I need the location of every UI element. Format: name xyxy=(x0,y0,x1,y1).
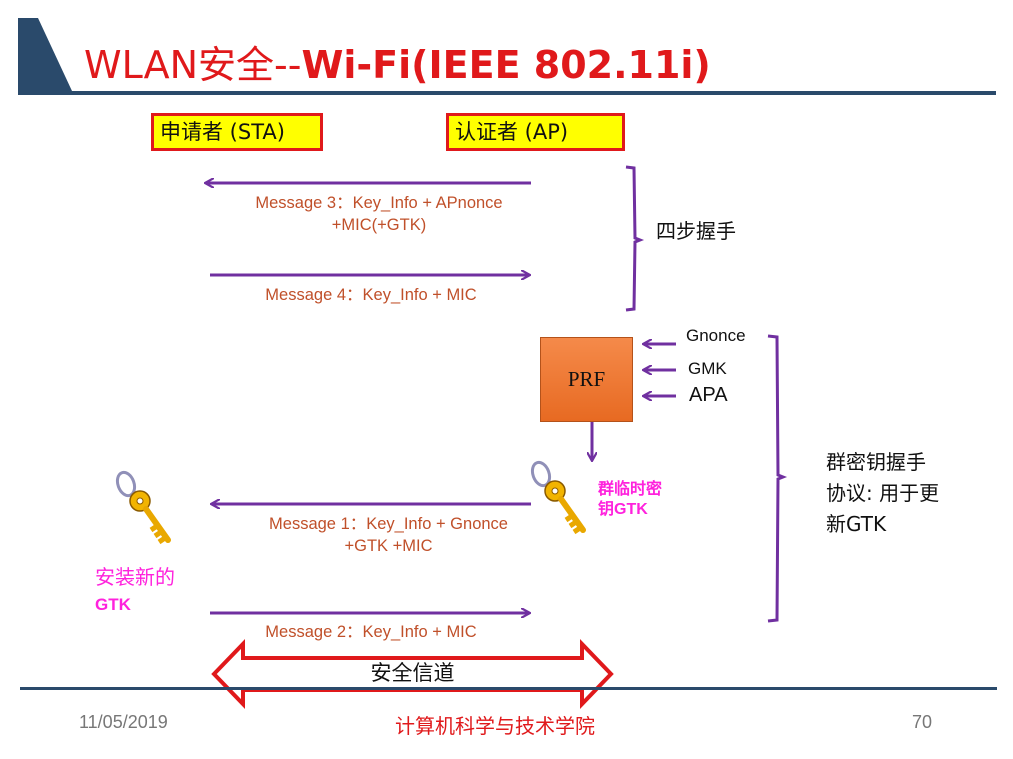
gtk-label: 群临时密 钥GTK xyxy=(598,478,662,520)
message3-label: Message 3：Key_Info + APnonce +MIC(+GTK) xyxy=(234,192,524,236)
slide-title: WLAN安全--Wi-Fi(IEEE 802.11i) xyxy=(84,34,711,89)
prf-input-apa: APA xyxy=(689,384,728,406)
supplicant-box: 申请者 (STA) xyxy=(151,113,323,151)
install-line1: 安装新的 xyxy=(95,565,175,589)
four-way-label: 四步握手 xyxy=(656,219,736,243)
title-plain: WLAN安全-- xyxy=(84,43,302,87)
group-key-brace xyxy=(767,334,788,623)
footer-rule xyxy=(20,687,997,690)
footer-date: 11/05/2019 xyxy=(79,712,168,732)
key-icon xyxy=(530,460,586,535)
title-bold: Wi-Fi(IEEE 802.11i) xyxy=(301,43,711,87)
prf-input-gnonce: Gnonce xyxy=(686,326,746,345)
message1-line2: +GTK +MIC xyxy=(344,537,433,555)
footer-center: 计算机科学与技术学院 xyxy=(395,716,595,738)
secure-channel-label: 安全信道 xyxy=(370,661,455,685)
brace-label-line3: 新GTK xyxy=(826,512,887,536)
brace-label-line1: 群密钥握手 xyxy=(826,450,926,474)
prf-input-gmk: GMK xyxy=(688,359,727,378)
footer-page: 70 xyxy=(912,712,933,732)
message2-label: Message 2：Key_Info + MIC xyxy=(265,623,477,641)
message4-label: Message 4：Key_Info + MIC xyxy=(265,286,477,304)
prf-box: PRF xyxy=(540,337,633,422)
four-way-brace xyxy=(625,165,645,312)
gtk-label-line2: 钥GTK xyxy=(598,501,648,518)
install-gtk-label: 安装新的 GTK xyxy=(95,563,175,619)
message3-line2: +MIC(+GTK) xyxy=(331,216,427,234)
title-rule xyxy=(18,91,996,95)
authenticator-box: 认证者 (AP) xyxy=(446,113,625,151)
prf-label: PRF xyxy=(567,367,606,391)
message3-line1: Message 3：Key_Info + APnonce xyxy=(255,194,503,212)
key-icon xyxy=(115,470,171,545)
brace-label-line2: 协议: 用于更 xyxy=(826,481,940,505)
group-key-brace-label: 群密钥握手 协议: 用于更 新GTK xyxy=(826,447,939,540)
message1-label: Message 1：Key_Info + Gnonce +GTK +MIC xyxy=(241,513,536,557)
header-accent-shape xyxy=(18,18,72,91)
message1-line1: Message 1：Key_Info + Gnonce xyxy=(269,515,508,533)
install-line2: GTK xyxy=(95,595,131,614)
gtk-label-line1: 群临时密 xyxy=(598,479,663,498)
